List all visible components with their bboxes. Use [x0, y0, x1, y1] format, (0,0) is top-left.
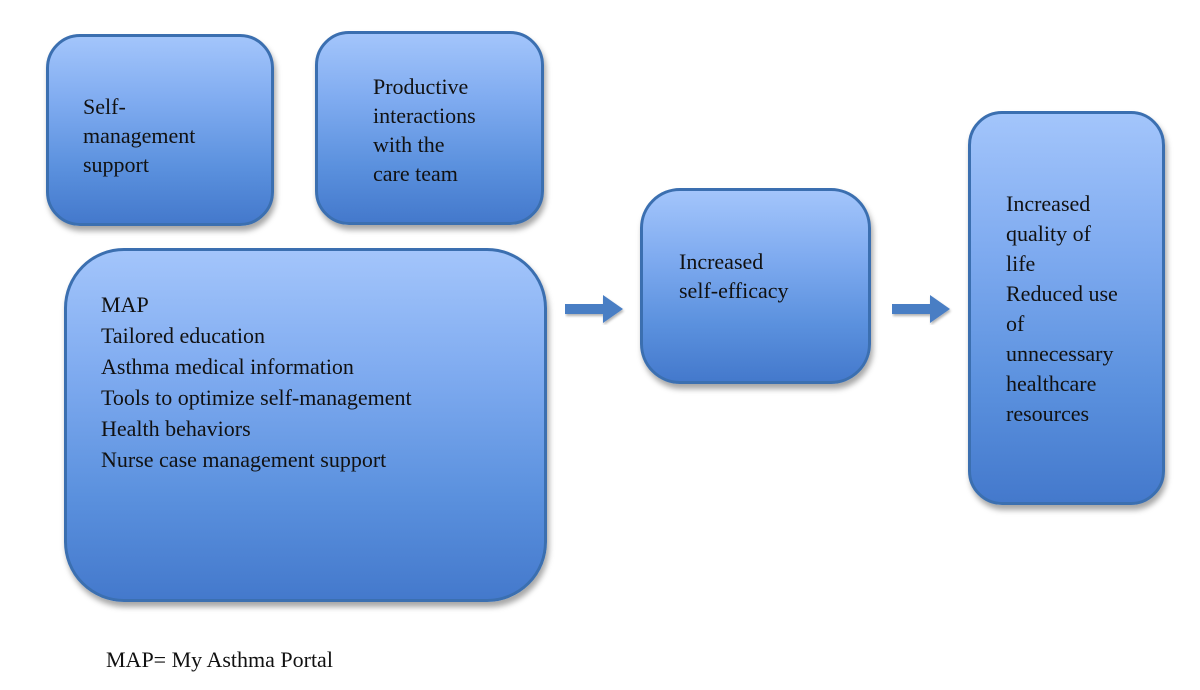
- abbreviation-footnote: MAP= My Asthma Portal: [106, 647, 333, 672]
- outcomes-box: Increased quality of life Reduced use of…: [968, 111, 1165, 505]
- arrow-right-icon: [565, 295, 623, 323]
- self-management-support-label: Self- management support: [83, 94, 196, 177]
- arrow-right-icon: [892, 295, 950, 323]
- map-components-label: MAP Tailored education Asthma medical in…: [101, 292, 412, 472]
- self-efficacy-label: Increased self-efficacy: [679, 249, 789, 303]
- self-management-support-box: Self- management support: [46, 34, 274, 226]
- productive-interactions-box: Productive interactions with the care te…: [315, 31, 544, 225]
- self-efficacy-box: Increased self-efficacy: [640, 188, 871, 384]
- map-box: MAP Tailored education Asthma medical in…: [64, 248, 547, 602]
- outcomes-label: Increased quality of life Reduced use of…: [1006, 191, 1118, 426]
- productive-interactions-label: Productive interactions with the care te…: [373, 74, 476, 186]
